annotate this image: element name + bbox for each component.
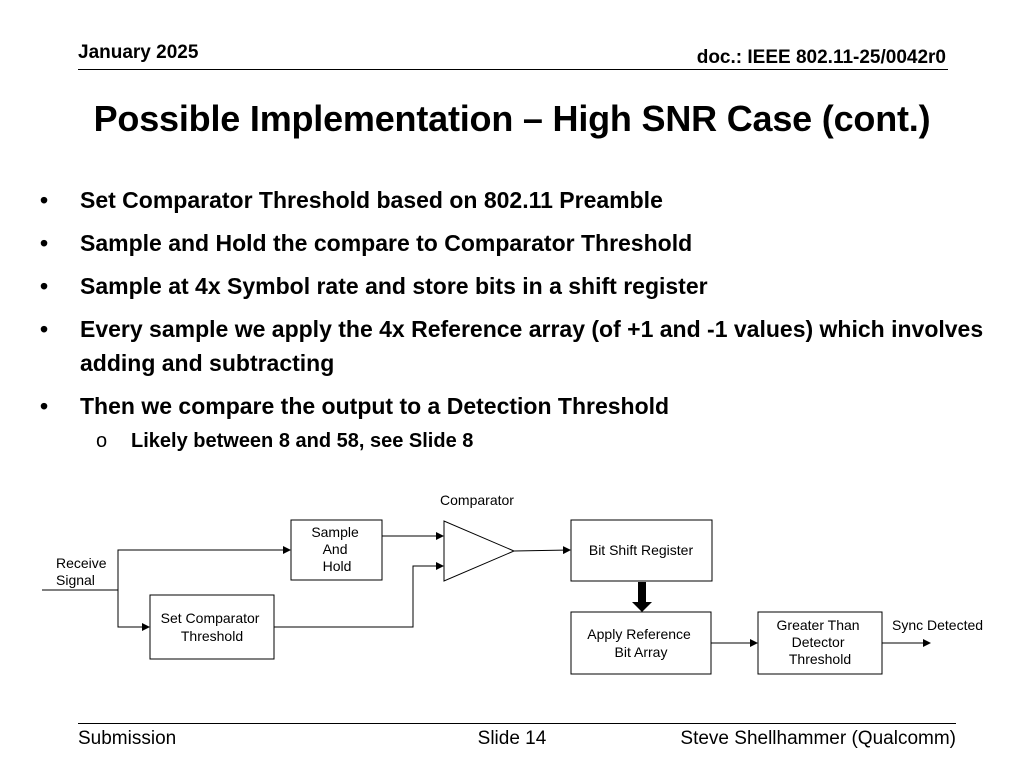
bullet-item: • Set Comparator Threshold based on 802.1… — [40, 183, 990, 217]
bullet-text: Every sample we apply the 4x Reference a… — [80, 316, 984, 376]
receive-signal-label: Receive Signal — [56, 555, 110, 588]
header-divider — [78, 69, 948, 70]
sample-and-hold-label: Sample And Hold — [311, 524, 362, 574]
header-doc-id: doc.: IEEE 802.11-25/0042r0 — [696, 47, 946, 68]
bullet-item: • Sample at 4x Symbol rate and store bits… — [40, 269, 990, 303]
footer-divider — [78, 723, 956, 724]
set-comparator-threshold-line: Threshold — [181, 628, 243, 644]
thick-down-arrow-icon — [632, 582, 652, 612]
sync-detected-label: Sync Detected — [892, 617, 983, 633]
bullet-text: Sample and Hold the compare to Comparato… — [80, 230, 693, 256]
sub-bullet-text: Likely between 8 and 58, see Slide 8 — [131, 430, 474, 452]
wire-threshold-to-comparator — [274, 562, 444, 628]
wire-to-set-comparator-threshold — [117, 590, 150, 631]
bullet-dot-icon: • — [40, 393, 49, 419]
sub-bullet-circle-icon: o — [96, 430, 108, 452]
bullet-dot-icon: • — [40, 230, 49, 256]
footer-slide-number: Slide 14 — [477, 728, 547, 749]
bullet-dot-icon: • — [40, 316, 49, 342]
bullet-item: • Every sample we apply the 4x Reference … — [40, 312, 990, 380]
bit-shift-register-box — [570, 519, 713, 582]
bullet-list: • Set Comparator Threshold based on 802.1… — [40, 183, 990, 465]
comparator-label: Comparator — [440, 492, 514, 508]
slide-title: Possible Implementation – High SNR Case … — [93, 98, 931, 139]
footer-author: Steve Shellhammer (Qualcomm) — [680, 728, 956, 749]
header-date: January 2025 — [78, 42, 199, 63]
bullet-dot-icon: • — [40, 273, 49, 299]
greater-than-detector-threshold-line: Threshold — [789, 651, 851, 667]
apply-reference-bit-array-box — [570, 611, 712, 675]
bullet-text: Set Comparator Threshold based on 802.11… — [80, 187, 663, 213]
bullet-text: Sample at 4x Symbol rate and store bits … — [80, 273, 708, 299]
apply-reference-bit-array-line: Apply Reference — [587, 626, 691, 642]
comparator-triangle — [443, 520, 516, 582]
bullet-item: • Sample and Hold the compare to Comparat… — [40, 226, 990, 260]
block-diagram: Receive Signal Sample And Hold Set Compa… — [42, 492, 983, 675]
set-comparator-threshold-box — [149, 594, 275, 660]
wire-to-sample-and-hold — [117, 546, 291, 590]
signal-wires — [42, 532, 931, 647]
bullet-dot-icon: • — [40, 187, 49, 213]
apply-reference-bit-array-line: Bit Array — [615, 644, 668, 660]
footer-submission: Submission — [78, 728, 177, 749]
bullet-item: • Then we compare the output to a Detecti… — [40, 389, 990, 423]
receive-signal-line: Receive — [56, 555, 107, 571]
wire-comparator-to-shift-register — [513, 546, 571, 555]
greater-than-detector-threshold-line: Detector — [792, 634, 845, 650]
apply-reference-bit-array-label: Apply Reference Bit Array — [587, 626, 694, 660]
bit-shift-register-label: Bit Shift Register — [589, 542, 694, 558]
sample-and-hold-line: Hold — [323, 558, 352, 574]
bullet-text: Then we compare the output to a Detectio… — [80, 393, 670, 419]
sample-and-hold-line: Sample — [311, 524, 359, 540]
sub-bullet-item: o Likely between 8 and 58, see Slide 8 — [40, 426, 990, 456]
receive-signal-line: Signal — [56, 572, 95, 588]
set-comparator-threshold-label: Set Comparator Threshold — [161, 610, 264, 644]
greater-than-detector-threshold-line: Greater Than — [777, 617, 860, 633]
sample-and-hold-box — [290, 519, 383, 581]
sample-and-hold-line: And — [323, 541, 348, 557]
greater-than-detector-threshold-label: Greater Than Detector Threshold — [777, 617, 864, 667]
greater-than-detector-threshold-box — [757, 611, 883, 675]
set-comparator-threshold-line: Set Comparator — [161, 610, 260, 626]
